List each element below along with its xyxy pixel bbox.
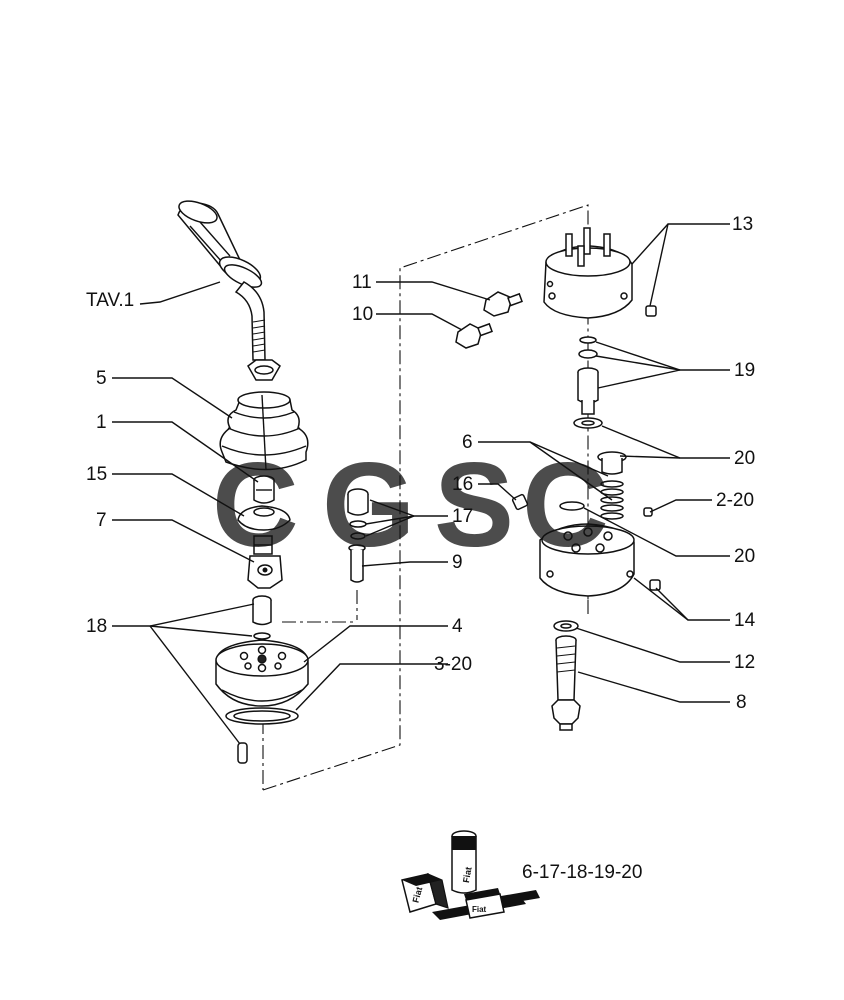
callout-11: 11 bbox=[352, 272, 372, 293]
kit-box-flat: Fiat bbox=[464, 888, 505, 919]
callout-2-20: 2-20 bbox=[716, 490, 754, 511]
lower-body-part bbox=[539, 523, 661, 597]
callout-5: 5 bbox=[96, 368, 107, 389]
callout-12: 12 bbox=[734, 652, 755, 673]
kit-box-tall: Fiat bbox=[451, 830, 477, 894]
callout-1: 1 bbox=[96, 412, 107, 433]
plunger-part bbox=[253, 475, 275, 504]
washer-20-part bbox=[573, 417, 603, 429]
kit-box-label-3: Fiat bbox=[472, 905, 487, 914]
kit-part-numbers: 6-17-18-19-20 bbox=[522, 862, 642, 883]
callout-14: 14 bbox=[734, 610, 756, 631]
callout-19: 19 bbox=[734, 360, 755, 381]
fitting-10-part bbox=[455, 322, 493, 349]
plunger-17-part bbox=[347, 488, 369, 540]
washer-12-part bbox=[553, 620, 579, 632]
callout-4: 4 bbox=[452, 616, 463, 637]
kit-box-left: Fiat bbox=[401, 872, 449, 913]
kit-box-label-1: Fiat bbox=[411, 886, 425, 904]
leader-lines bbox=[112, 223, 730, 745]
kit-box-label-2: Fiat bbox=[461, 866, 474, 884]
bolt-8-part bbox=[551, 635, 581, 731]
rubber-bellows-part bbox=[219, 391, 309, 471]
callout-20-upper: 20 bbox=[734, 448, 755, 469]
watermark-letter: S bbox=[434, 438, 514, 572]
callout-9: 9 bbox=[452, 552, 463, 573]
callout-7: 7 bbox=[96, 510, 107, 531]
callout-20-lower: 20 bbox=[734, 546, 755, 567]
callout-tav1: TAV.1 bbox=[86, 290, 134, 311]
callout-13: 13 bbox=[732, 214, 753, 235]
callout-15: 15 bbox=[86, 464, 107, 485]
callout-6: 6 bbox=[462, 432, 473, 453]
pin-9-part bbox=[348, 544, 366, 583]
handle-part bbox=[177, 200, 266, 361]
hex-nut-part bbox=[247, 359, 281, 381]
cap-washer-part bbox=[237, 505, 291, 531]
universal-joint-part bbox=[247, 535, 283, 589]
stem-19-part bbox=[577, 336, 599, 415]
callout-10: 10 bbox=[352, 304, 373, 325]
fitting-11-part bbox=[483, 291, 523, 317]
callout-labels: TAV.1 5 1 15 7 18 11 10 13 19 20 6 16 17… bbox=[86, 214, 756, 713]
watermark-letter: G bbox=[322, 438, 415, 572]
callout-18: 18 bbox=[86, 616, 107, 637]
spring-6-part bbox=[559, 451, 653, 520]
base-plate-part bbox=[215, 639, 309, 725]
top-housing-part bbox=[543, 227, 657, 319]
service-kit-illustration: Fiat Fiat Fiat 6-17-18-19-20 bbox=[401, 830, 642, 920]
pin-part bbox=[237, 595, 272, 764]
callout-16: 16 bbox=[452, 474, 473, 495]
callout-8: 8 bbox=[736, 692, 747, 713]
callout-3-20: 3-20 bbox=[434, 654, 472, 675]
callout-17: 17 bbox=[452, 506, 473, 527]
watermark-logo: C G S C bbox=[212, 438, 609, 572]
watermark-letter: C bbox=[212, 438, 299, 572]
watermark-letter: C bbox=[522, 438, 609, 572]
set-screw-16-part bbox=[511, 493, 529, 511]
